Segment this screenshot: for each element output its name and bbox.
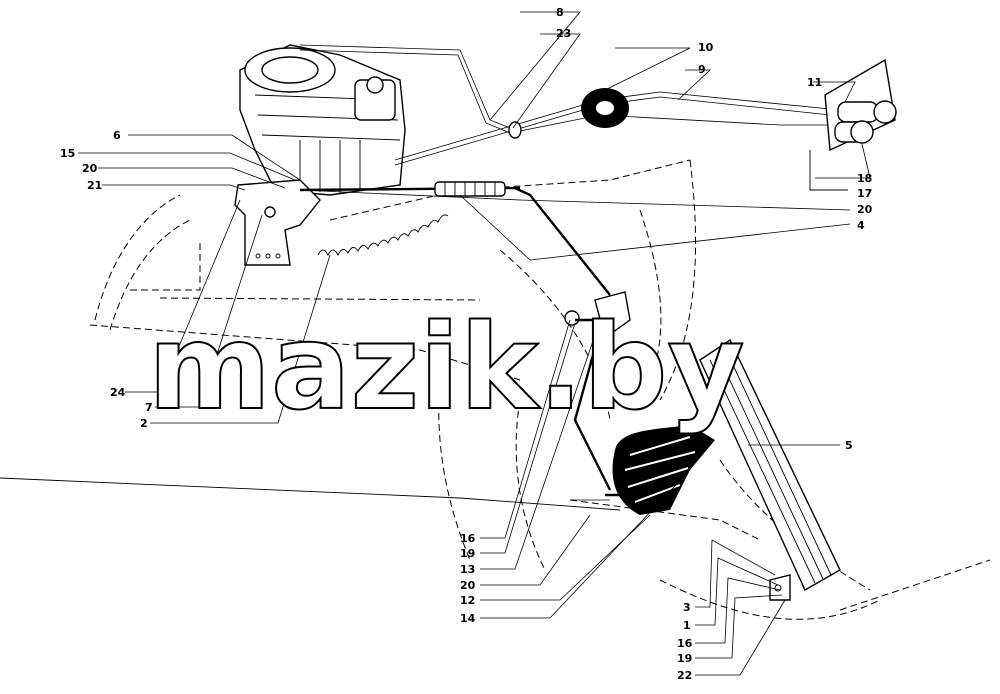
label-16-mid: 16 — [460, 532, 476, 545]
label-24: 24 — [110, 386, 126, 399]
choke-cable — [299, 44, 516, 131]
label-8: 8 — [556, 6, 564, 19]
carburetor — [239, 44, 406, 196]
pull-rod — [299, 181, 611, 296]
label-11: 11 — [807, 76, 822, 89]
cable-grommet — [581, 88, 629, 128]
floor-line — [0, 477, 621, 511]
label-20-top: 20 — [82, 162, 98, 175]
label-10: 10 — [698, 41, 714, 54]
label-23: 23 — [556, 27, 571, 40]
label-1: 1 — [683, 619, 691, 632]
throttle-lever-bracket — [234, 179, 321, 266]
rubber-boot — [612, 425, 715, 515]
label-20-right: 20 — [857, 203, 873, 216]
label-22: 22 — [677, 669, 692, 682]
label-7: 7 — [145, 401, 153, 414]
label-21: 21 — [87, 179, 102, 192]
label-16-bottom: 16 — [677, 637, 693, 650]
label-15: 15 — [60, 147, 75, 160]
part-labels: 8 23 10 9 11 6 15 20 21 18 17 20 4 5 24 … — [60, 6, 873, 682]
label-19-bottom: 19 — [677, 652, 692, 665]
accelerator-pedal — [699, 338, 841, 601]
label-2: 2 — [140, 417, 148, 430]
watermark: mazik.by — [148, 298, 744, 436]
label-13: 13 — [460, 563, 475, 576]
label-3: 3 — [683, 601, 691, 614]
label-19-mid: 19 — [460, 547, 475, 560]
label-9: 9 — [698, 63, 706, 76]
control-panel — [809, 58, 897, 191]
label-18: 18 — [857, 172, 872, 185]
dashed-body-outline — [89, 159, 991, 620]
label-14: 14 — [460, 612, 476, 625]
label-5: 5 — [845, 439, 853, 452]
throttle-cable — [394, 91, 841, 161]
label-20-bottom: 20 — [460, 579, 476, 592]
intermediate-lever — [564, 291, 631, 497]
label-6: 6 — [113, 129, 121, 142]
label-4: 4 — [857, 219, 865, 232]
cable-clamp — [508, 121, 522, 139]
label-12: 12 — [460, 594, 475, 607]
leader-lines — [78, 11, 871, 676]
return-spring — [317, 214, 449, 257]
label-17: 17 — [857, 187, 872, 200]
